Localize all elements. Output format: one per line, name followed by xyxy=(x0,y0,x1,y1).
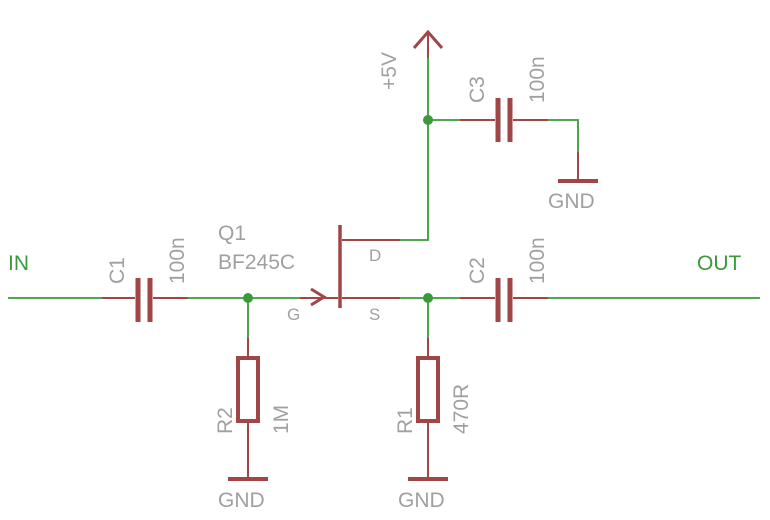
resistor-r1 xyxy=(416,338,440,478)
c1-value-label: 100n xyxy=(166,237,189,284)
net-label-in: IN xyxy=(8,252,29,275)
ground-symbol-c3 xyxy=(558,152,598,183)
gnd-label-c3: GND xyxy=(548,190,595,213)
r1-value-label: 470R xyxy=(450,384,473,434)
c3-name-label: C3 xyxy=(466,76,489,103)
capacitor-c3 xyxy=(460,98,548,142)
wire-c3-to-gnd xyxy=(548,119,579,152)
r1-name-label: R1 xyxy=(394,407,417,434)
resistor-r2 xyxy=(236,338,260,478)
capacitor-c1 xyxy=(102,278,188,322)
c1-name-label: C1 xyxy=(106,257,129,284)
r2-name-label: R2 xyxy=(214,407,237,434)
q1-pin-s-label: S xyxy=(369,305,380,324)
capacitor-c2 xyxy=(460,278,548,322)
gnd-label-r1: GND xyxy=(398,489,445,512)
c2-name-label: C2 xyxy=(466,257,489,284)
junctions xyxy=(243,115,433,303)
junction-gate-node xyxy=(243,293,253,303)
wires xyxy=(8,50,760,338)
c2-value-label: 100n xyxy=(526,237,549,284)
q1-pin-g-label: G xyxy=(287,305,300,324)
r2-value-label: 1M xyxy=(270,405,293,434)
supply-arrow-5v xyxy=(412,29,444,58)
gnd-label-r2: GND xyxy=(218,489,265,512)
net-label-vcc: +5V xyxy=(378,52,401,90)
junction-vcc-node xyxy=(423,115,433,125)
junction-source-node xyxy=(423,293,433,303)
c3-value-label: 100n xyxy=(526,56,549,103)
jfet-q1 xyxy=(300,225,400,308)
q1-value-label: BF245C xyxy=(218,251,295,274)
q1-name-label: Q1 xyxy=(218,222,246,245)
net-label-out: OUT xyxy=(697,252,742,275)
q1-pin-d-label: D xyxy=(369,246,381,265)
